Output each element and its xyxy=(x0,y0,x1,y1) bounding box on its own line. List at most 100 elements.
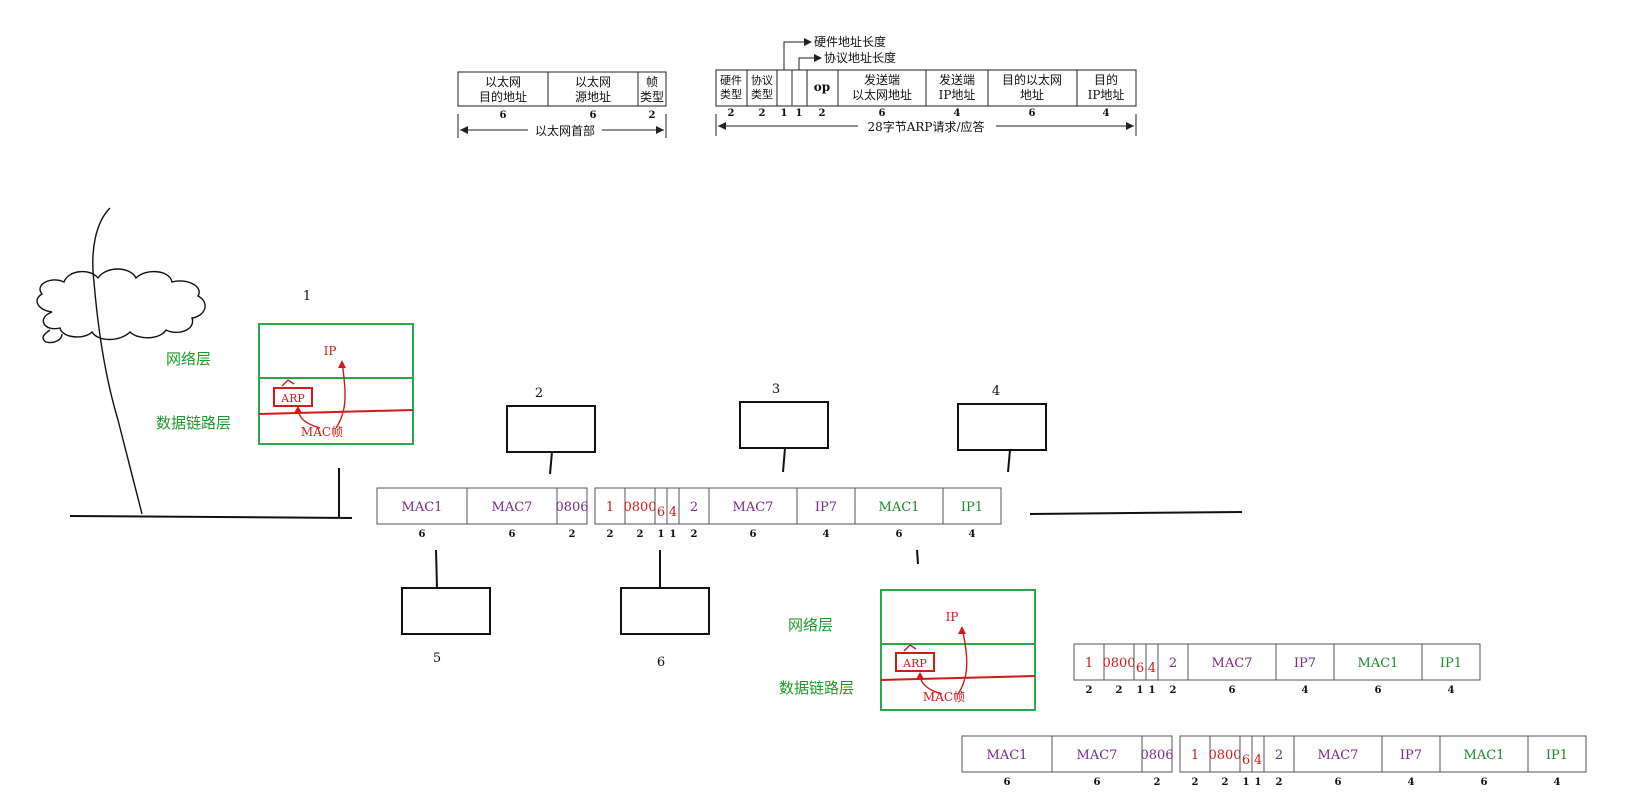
arp-size-sender-mac: 6 xyxy=(879,108,886,119)
eth-field-src-line1: 以太网 xyxy=(575,74,611,89)
arp-field-size: 6 xyxy=(1481,777,1488,788)
arp-field-size: 6 xyxy=(750,529,757,540)
arp-field-value: 4 xyxy=(669,505,677,520)
arp-field-sender-mac-line1: 发送端 xyxy=(864,72,900,87)
arp-field-sender-ip-line1: 发送端 xyxy=(939,72,975,87)
arp-field-value: MAC7 xyxy=(1318,748,1359,763)
eth-field-size: 2 xyxy=(1154,777,1161,788)
arp-proto-len-label: 协议地址长度 xyxy=(824,50,896,65)
arp-field-value: MAC1 xyxy=(879,500,920,515)
cloud-icon xyxy=(37,269,205,343)
arp-field-size: 1 xyxy=(1137,685,1144,696)
arp-field-value: MAC7 xyxy=(1212,656,1253,671)
arp-field-size: 1 xyxy=(658,529,665,540)
arp-field-size: 2 xyxy=(607,529,614,540)
host-7-stack: ARP IP MAC帧 xyxy=(881,590,1035,710)
arp-field-value: 0800 xyxy=(1102,656,1135,671)
arp-size-prlen: 1 xyxy=(796,108,803,119)
arp-span-label: 28字节ARP请求/应答 xyxy=(867,119,984,134)
eth-header-span-label: 以太网首部 xyxy=(535,123,595,138)
stack1-arp-label: ARP xyxy=(280,392,305,405)
arp-field-size: 4 xyxy=(1554,777,1561,788)
eth-size-type: 2 xyxy=(649,110,656,121)
arp-field-op: op xyxy=(814,80,830,94)
eth-field-value: MAC7 xyxy=(492,500,533,515)
eth-field-value: MAC7 xyxy=(1077,748,1118,763)
arp-field-value: 4 xyxy=(1148,661,1156,676)
arp-field-prtype-line2: 类型 xyxy=(751,87,773,101)
arp-field-size: 2 xyxy=(1276,777,1283,788)
node-box-2 xyxy=(507,406,595,474)
arp-field-value: 2 xyxy=(1169,656,1177,671)
node-5-label: 5 xyxy=(433,651,441,666)
frame-bottom-right: MAC16MAC76080621208002614122MAC76IP74MAC… xyxy=(962,736,1586,788)
arp-field-size: 4 xyxy=(1408,777,1415,788)
arp-field-size: 1 xyxy=(1149,685,1156,696)
arp-field-target-mac-line1: 目的以太网 xyxy=(1002,72,1062,87)
arp-packet-reference: 硬件 类型 协议 类型 op 发送端 以太网地址 发送端 IP地址 目的以太网 … xyxy=(716,34,1136,136)
arp-field-value: 2 xyxy=(690,500,698,515)
eth-field-src-line2: 源地址 xyxy=(575,90,611,104)
node-1-label: 1 xyxy=(303,289,311,304)
eth-field-value: 0806 xyxy=(1140,748,1173,763)
arp-field-target-mac-line2: 地址 xyxy=(1020,88,1044,102)
arp-field-prtype-line1: 协议 xyxy=(751,73,773,87)
arp-field-target-ip-line2: IP地址 xyxy=(1088,88,1125,102)
host-1-network-layer-label: 网络层 xyxy=(166,350,211,368)
arp-field-size: 2 xyxy=(1086,685,1093,696)
arp-size-sender-ip: 4 xyxy=(954,108,961,119)
stack7-ip-label: IP xyxy=(946,610,959,624)
eth-field-type-line1: 帧 xyxy=(646,75,658,89)
node-box-3 xyxy=(740,402,828,472)
arp-field-value: 2 xyxy=(1275,748,1283,763)
arp-field-value: MAC7 xyxy=(733,500,774,515)
arp-field-value: IP1 xyxy=(961,500,983,515)
arp-field-value: IP1 xyxy=(1440,656,1462,671)
eth-field-dst-line1: 以太网 xyxy=(485,74,521,89)
stack1-arrow-up xyxy=(336,362,345,428)
frame-on-bus: MAC16MAC76080621208002614122MAC76IP74MAC… xyxy=(377,488,1001,540)
eth-field-size: 6 xyxy=(419,529,426,540)
arp-field-value: 1 xyxy=(606,500,614,515)
arp-field-size: 2 xyxy=(637,529,644,540)
arp-field-hwtype-line2: 类型 xyxy=(720,87,742,101)
arp-field-value: 6 xyxy=(1136,661,1144,676)
stack1-ip-label: IP xyxy=(324,344,337,358)
arp-size-op: 2 xyxy=(819,108,826,119)
arp-hw-len-label: 硬件地址长度 xyxy=(814,34,886,49)
arp-field-value: IP7 xyxy=(1294,656,1316,671)
arp-field-hwtype-line1: 硬件 xyxy=(720,74,742,87)
arp-field-size: 6 xyxy=(1335,777,1342,788)
host-7-network-layer-label: 网络层 xyxy=(788,616,833,634)
host-1-datalink-layer-label: 数据链路层 xyxy=(156,414,231,432)
eth-field-size: 6 xyxy=(1094,777,1101,788)
arp-field-value: 4 xyxy=(1254,753,1262,768)
arp-field-value: 1 xyxy=(1191,748,1199,763)
host-7-datalink-layer-label: 数据链路层 xyxy=(779,679,854,697)
host-1-stack: ARP IP MAC帧 xyxy=(259,324,413,444)
arp-field-value: 0800 xyxy=(623,500,656,515)
arp-field-size: 4 xyxy=(1448,685,1455,696)
stack7-arp-label: ARP xyxy=(902,657,927,670)
arp-field-value: IP7 xyxy=(815,500,837,515)
arp-field-size: 2 xyxy=(1116,685,1123,696)
arp-size-prtype: 2 xyxy=(759,108,766,119)
arp-field-size: 2 xyxy=(1222,777,1229,788)
eth-field-size: 6 xyxy=(509,529,516,540)
arp-field-value: MAC1 xyxy=(1464,748,1505,763)
ethernet-header-reference: 以太网 目的地址 以太网 源地址 帧 类型 6 6 2 以太网首部 xyxy=(458,72,666,138)
node-2-label: 2 xyxy=(535,386,543,401)
eth-field-type-line2: 类型 xyxy=(640,90,664,104)
arp-field-size: 4 xyxy=(969,529,976,540)
arp-field-size: 1 xyxy=(670,529,677,540)
arp-field-value: IP1 xyxy=(1546,748,1568,763)
bus-tick-mark xyxy=(917,550,918,564)
arp-field-size: 2 xyxy=(691,529,698,540)
eth-size-src: 6 xyxy=(590,110,597,121)
arp-field-size: 6 xyxy=(1375,685,1382,696)
node-4-label: 4 xyxy=(992,384,1000,399)
arp-field-value: 1 xyxy=(1085,656,1093,671)
eth-field-size: 2 xyxy=(569,529,576,540)
arp-field-value: MAC1 xyxy=(1358,656,1399,671)
